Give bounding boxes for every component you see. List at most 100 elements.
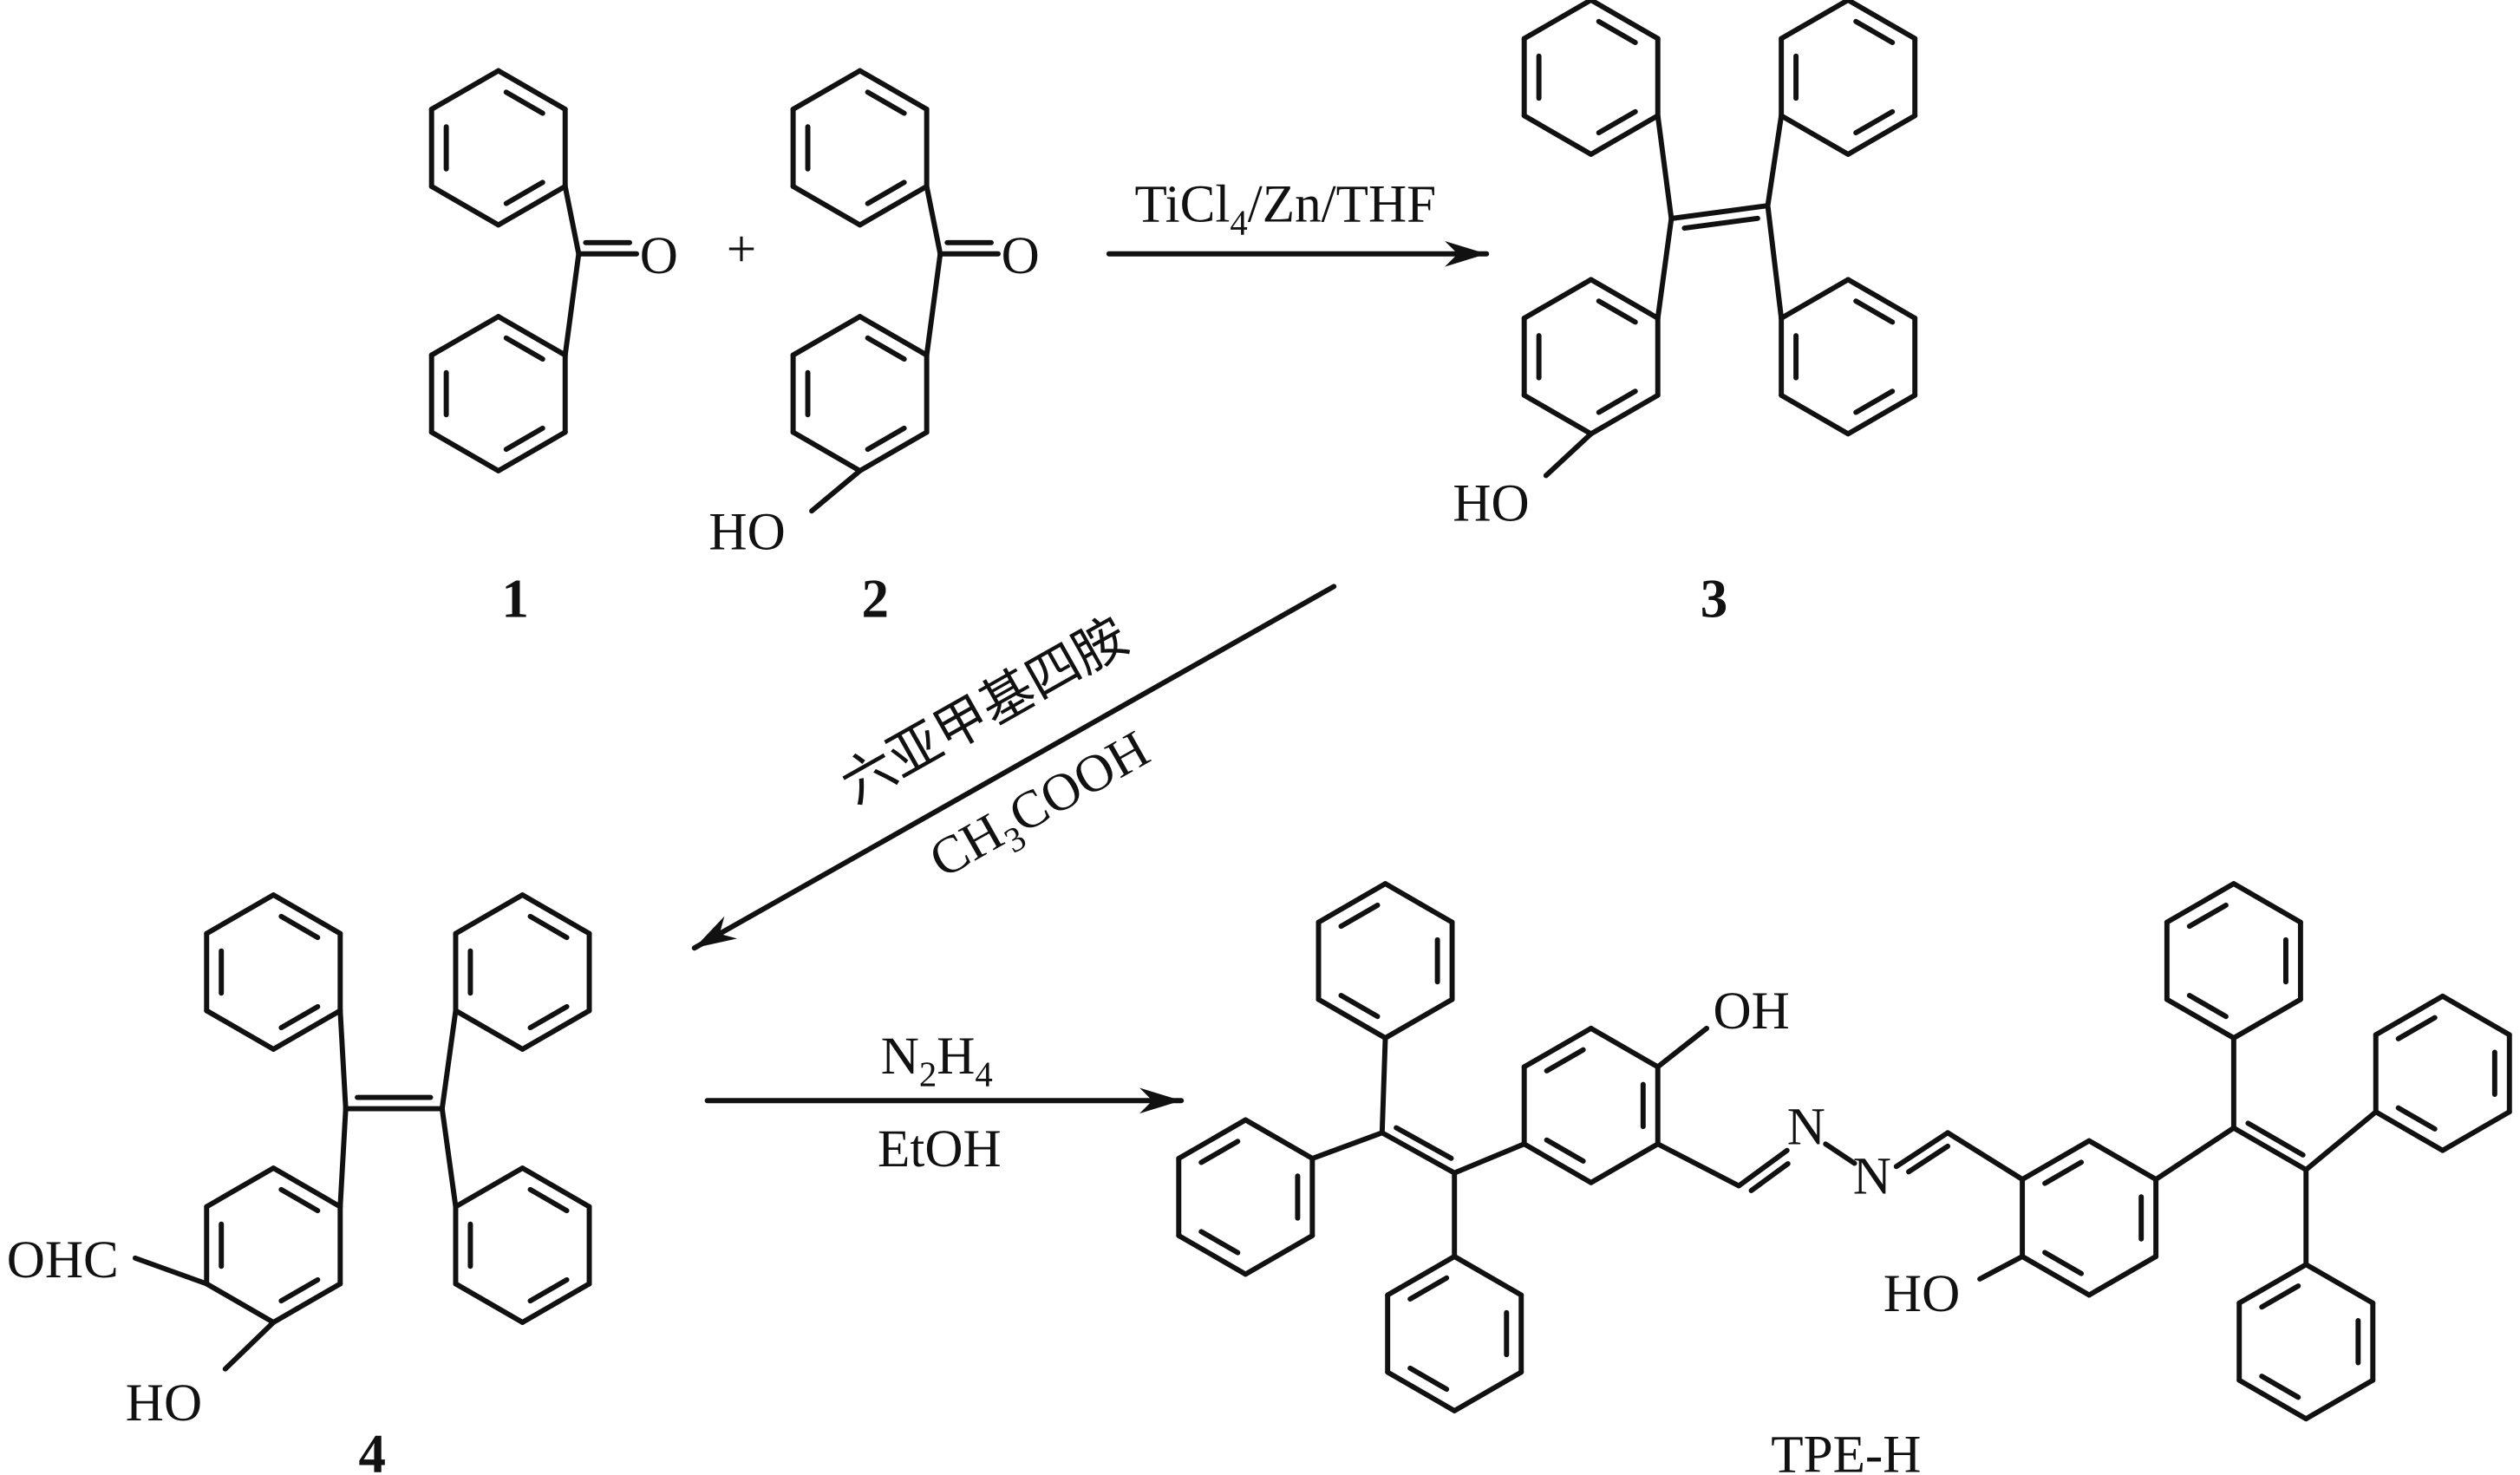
c1-bottom-ring-bond [428,429,501,473]
c1-top-ring-inner-bond [503,89,545,116]
c2-bond [924,183,943,257]
c3-ring1-ring-bond [1588,277,1661,321]
step3-reagent-top: N2H4 [881,1028,993,1094]
c3-ring2-ring-bond [1845,0,1918,42]
tpeh-right-ring1-ring-inner-bond [2186,902,2229,930]
step1-arrow-head [1445,240,1487,267]
c4-ring0-ring-bond [204,892,277,937]
tpeh-bond [1945,1130,2026,1183]
c2-bond [924,251,943,358]
c1-bottom-ring-bond [495,429,568,473]
tpeh-right-ring2-ring-inner-bond [2395,1105,2438,1132]
c3-ring1-ring-inner-bond [1596,388,1638,415]
c1-top-ring-bond [495,183,568,228]
c2-oxygen-label: O [1002,227,1040,285]
tpeh-n1-label: N [1787,1098,1825,1156]
c3-ring1-ring-bond [1521,392,1594,437]
tpeh-left-ring0-ring-bond [1588,1025,1661,1070]
c1-bottom-ring-inner-bond [503,425,545,453]
tpeh-left-ring0-ring-inner-bond [1544,1137,1586,1164]
tpeh-ho-label: HO [1883,1265,1960,1323]
tpeh-right-ring3-ring-bond [2236,1377,2309,1422]
c4-ring3-ring-inner-bond [527,1276,570,1304]
bond-layer [132,0,2512,1422]
c1-bottom-ring-inner-bond [503,335,545,362]
c4-ring2-ring-bond [453,892,526,937]
tpeh-right-ring1-ring-bond [2164,996,2236,1041]
c4-ring3-ring-bond [453,1281,526,1325]
c3-bond [1655,113,1675,221]
c4-ring1-ring-bond [271,1165,343,1210]
tpeh-imine-left-second [1748,1161,1791,1194]
c2-top-ring-inner-bond [865,89,907,116]
c2-bottom-ring-bond [790,429,863,473]
tpeh-left-ring2-ring-bond [1176,1117,1249,1161]
c3-ring0-ring-bond [1588,0,1661,42]
compound-2-number: 2 [861,569,889,630]
c2-oh-bond [809,467,863,514]
compound-1-number: 1 [501,569,529,630]
tpeh-right-alkene [2230,1125,2309,1172]
c4-ring0-ring-inner-bond [278,1003,321,1031]
c4-bond [439,1106,459,1210]
tpeh-left-ring3-ring-bond [1452,1369,1524,1413]
step1-reagent: TiCl4/Zn/THF [1134,176,1436,243]
c1-bottom-ring-bond [428,314,501,358]
tpeh-left-ring3-ring-inner-bond [1407,1275,1450,1302]
tpeh-left-ring1-ring-bond [1315,996,1388,1041]
c4-bond [439,1008,459,1112]
c3-ring3-ring-bond [1779,277,1851,321]
c3-ring0-ring-inner-bond [1596,18,1638,46]
c4-ring1-ring-inner-bond [278,1186,321,1214]
c4-cho-bond [132,1255,210,1287]
c4-ring2-ring-bond [519,1008,592,1052]
c4-bond [337,1008,349,1112]
c3-ring3-ring-bond [1845,277,1918,321]
tpeh-right-ring1-ring-bond [2230,996,2303,1041]
tpeh-bond [1379,1035,1388,1136]
tpeh-oh-bond [1655,1025,1710,1070]
step2-arrow-head [694,916,737,949]
tpeh-imine-right-second [1906,1143,1951,1175]
c3-ring3-ring-inner-bond [1853,298,1896,325]
tpeh-right-ring2-ring-bond [2439,993,2512,1038]
compound-4-number: 4 [359,1423,387,1475]
tpeh-left-ring0-ring-bond [1588,1141,1661,1185]
tpeh-imine-right [1893,1130,1951,1170]
tpeh-right-ring1-ring-inner-bond [2186,992,2229,1020]
tpeh-bond [2303,1109,2379,1172]
tpeh-right-ring3-ring-bond [2303,1377,2376,1422]
c1-top-ring-bond [428,183,501,228]
tpeh-right-ring3-ring-bond [2236,1262,2309,1306]
c1-top-ring-inner-bond [503,179,545,206]
tpeh-left-ring0-ring-bond [1521,1141,1594,1185]
c3-ring2-ring-bond [1779,0,1851,42]
tpeh-right-ring2-ring-bond [2373,1109,2445,1153]
c3-oh-bond [1543,431,1594,479]
c4-ring1-ring-bond [204,1165,277,1210]
tpeh-bond [1655,1141,1742,1189]
tpeh-left-ring1-ring-inner-bond [1338,902,1381,930]
c4-ring0-ring-bond [271,892,343,937]
c2-top-ring-bond [790,183,863,228]
c4-ring3-ring-bond [519,1281,592,1325]
tpeh-left-alkene [1379,1130,1458,1176]
c3-ring1-ring-bond [1521,277,1594,321]
c2-bottom-ring-bond [857,429,930,473]
c2-top-ring-bond [857,68,930,112]
c3-hydroxyl-label: HO [1453,474,1529,532]
tpeh-ho-bond [1977,1254,2026,1282]
c2-bottom-ring-inner-bond [865,335,907,362]
tpeh-bond [1309,1130,1385,1161]
c4-hydroxyl-label: HO [126,1374,202,1433]
tpeh-nn-bond [1823,1141,1857,1166]
tpeh-right-ring0-ring-inner-bond [2042,1159,2085,1186]
c3-alkene [1668,203,1771,221]
step2-arrow-shaft [691,584,1337,951]
c3-ring2-ring-bond [1845,113,1918,157]
tpeh-left-ring2-ring-bond [1176,1232,1249,1277]
tpeh-left-ring1-ring-bond [1315,881,1388,925]
tpeh-left-ring3-ring-bond [1385,1254,1458,1298]
c2-top-ring-bond [790,68,863,112]
c4-ring3-ring-bond [453,1165,526,1210]
